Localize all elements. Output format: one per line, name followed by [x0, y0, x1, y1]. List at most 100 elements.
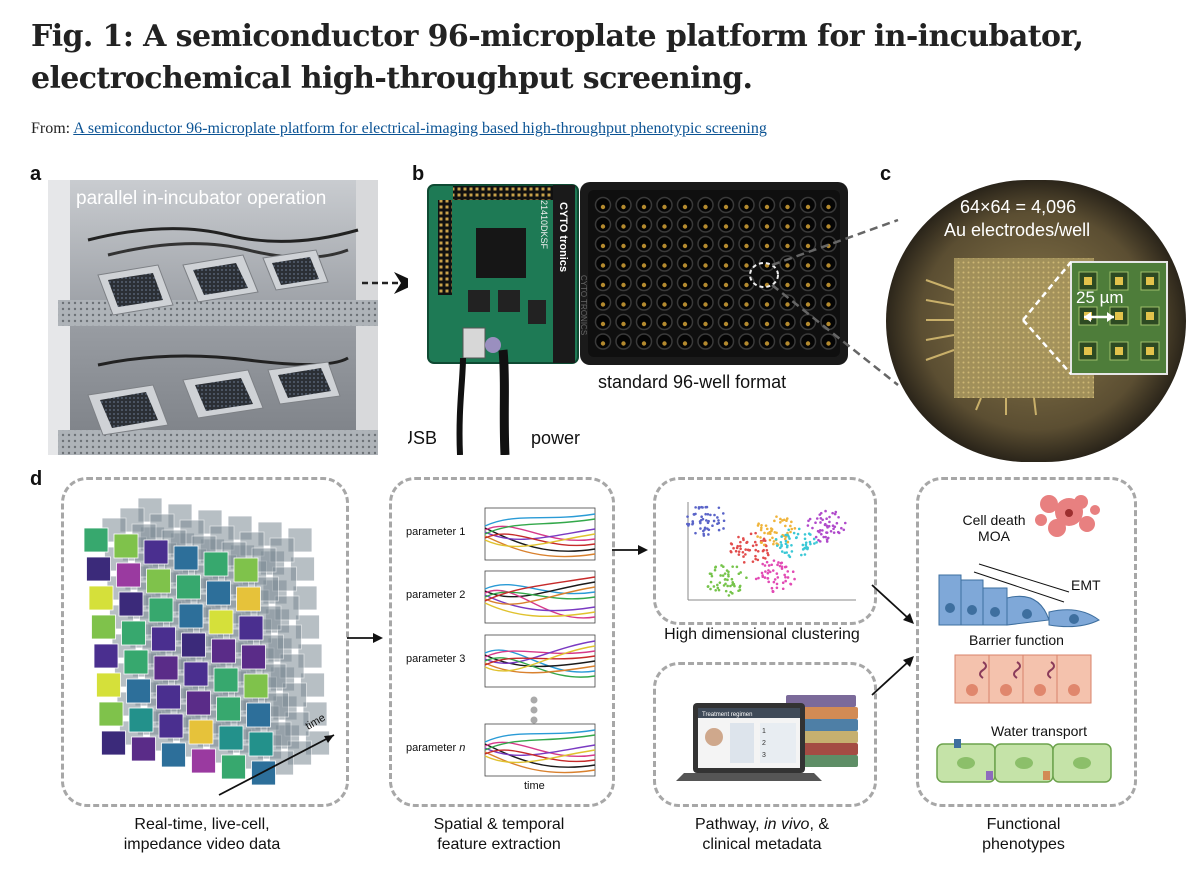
well-electrode [764, 243, 770, 249]
panel-label-a: a [30, 163, 42, 185]
cluster-point [779, 520, 782, 524]
cluster-point [722, 565, 725, 569]
cluster-point [716, 522, 719, 526]
cluster-point [787, 554, 791, 557]
cluster-point [729, 542, 733, 545]
cluster-point [722, 584, 726, 587]
device-photo: 21410DKSF CYTO tronics CYTO TRONICS stan… [408, 180, 858, 455]
cluster-point [781, 581, 785, 585]
cluster-point [797, 527, 801, 531]
cluster-point [790, 543, 793, 547]
cluster-point [745, 576, 748, 580]
screen-title-text: Treatment regimen [702, 712, 752, 718]
cluster-point [706, 585, 710, 588]
parameter-trace [484, 749, 596, 763]
well-electrode [682, 263, 688, 268]
well-electrode [805, 302, 811, 307]
cluster-point [764, 570, 767, 573]
cluster-point [783, 565, 787, 569]
cluster-point [821, 518, 824, 522]
cluster-point [777, 561, 780, 564]
well-electrode [764, 302, 770, 307]
metadata-caption-line2: clinical metadata [702, 836, 822, 853]
cluster-point [772, 580, 776, 584]
cluster-point [792, 531, 796, 535]
cluster-point [775, 542, 778, 545]
cluster-point [803, 537, 807, 541]
impedance-tile [98, 701, 124, 727]
parameter-trace [484, 594, 596, 612]
cluster-point [773, 578, 777, 581]
cluster-point [831, 511, 834, 515]
cluster-point [712, 585, 716, 588]
impedance-tile [218, 725, 244, 751]
parameter-n-label: parameter n [406, 742, 465, 754]
cluster-point [819, 521, 822, 524]
cluster-point [760, 541, 763, 544]
well-electrode [662, 321, 667, 327]
feature-caption-line2: feature extraction [437, 836, 561, 853]
cluster-point [727, 574, 730, 578]
well-electrode [703, 204, 708, 210]
electrode-gold [1146, 277, 1154, 285]
pathway-text: Pathway, [695, 816, 765, 833]
figure-title: Fig. 1: A semiconductor 96-microplate pl… [31, 19, 1084, 96]
impedance-tile [93, 643, 119, 669]
impedance-tile [146, 568, 171, 594]
well-electrode [785, 321, 790, 327]
well-electrode [764, 341, 770, 346]
cluster-point [726, 578, 729, 582]
cluster-point [772, 559, 776, 562]
cluster-point [806, 546, 809, 550]
impedance-tile [123, 649, 149, 675]
well-electrode [641, 263, 647, 268]
well-electrode [723, 204, 729, 210]
clustering-box [653, 477, 877, 625]
electrode-type-label: Au electrodes/well [944, 220, 1091, 240]
cluster-point [721, 512, 725, 515]
cluster-point [737, 553, 741, 556]
cluster-point [745, 540, 749, 544]
cluster-point [704, 512, 707, 516]
cluster-point [741, 550, 745, 554]
metadata-caption-line1: Pathway, in vivo, & [640, 815, 884, 835]
screen-number-1: 1 [762, 728, 766, 735]
cluster-point [730, 577, 734, 581]
feature-extraction-box: parameter 1 parameter 2 parameter 3 para… [389, 477, 615, 807]
well-electrode [826, 204, 831, 210]
cluster-point [784, 533, 788, 537]
electrode-gold [1115, 312, 1123, 320]
well-electrode [641, 204, 647, 210]
cluster-point [764, 557, 767, 560]
well-electrode [682, 321, 688, 327]
cluster-point [716, 586, 720, 590]
cluster-point [779, 517, 782, 521]
cluster-point [779, 546, 782, 550]
cluster-point [727, 594, 731, 597]
parameter-trace [484, 518, 596, 535]
cluster-point [778, 564, 782, 568]
parameter-trace [484, 576, 596, 602]
cluster-point [765, 548, 769, 552]
cluster-point [803, 553, 807, 556]
cluster-point [756, 535, 759, 538]
well-electrode [826, 302, 831, 307]
screen-number-2: 2 [762, 740, 766, 747]
cluster-point [786, 576, 790, 579]
cluster-point [717, 506, 721, 510]
cluster-point [780, 550, 784, 553]
cluster-point [737, 572, 741, 576]
cluster-point [766, 571, 770, 575]
cluster-point [781, 519, 784, 522]
impedance-tile [173, 545, 199, 571]
source-article-link[interactable]: A semiconductor 96-microplate platform f… [73, 120, 767, 137]
cluster-point [737, 535, 740, 539]
video-caption-line2: impedance video data [123, 836, 281, 853]
cluster-point [808, 540, 812, 544]
impedance-tile [128, 707, 154, 733]
cluster-point [828, 520, 831, 524]
cluster-point [827, 524, 831, 528]
cluster-point [828, 515, 831, 519]
well-electrode [744, 282, 749, 288]
well-electrode [723, 321, 729, 327]
